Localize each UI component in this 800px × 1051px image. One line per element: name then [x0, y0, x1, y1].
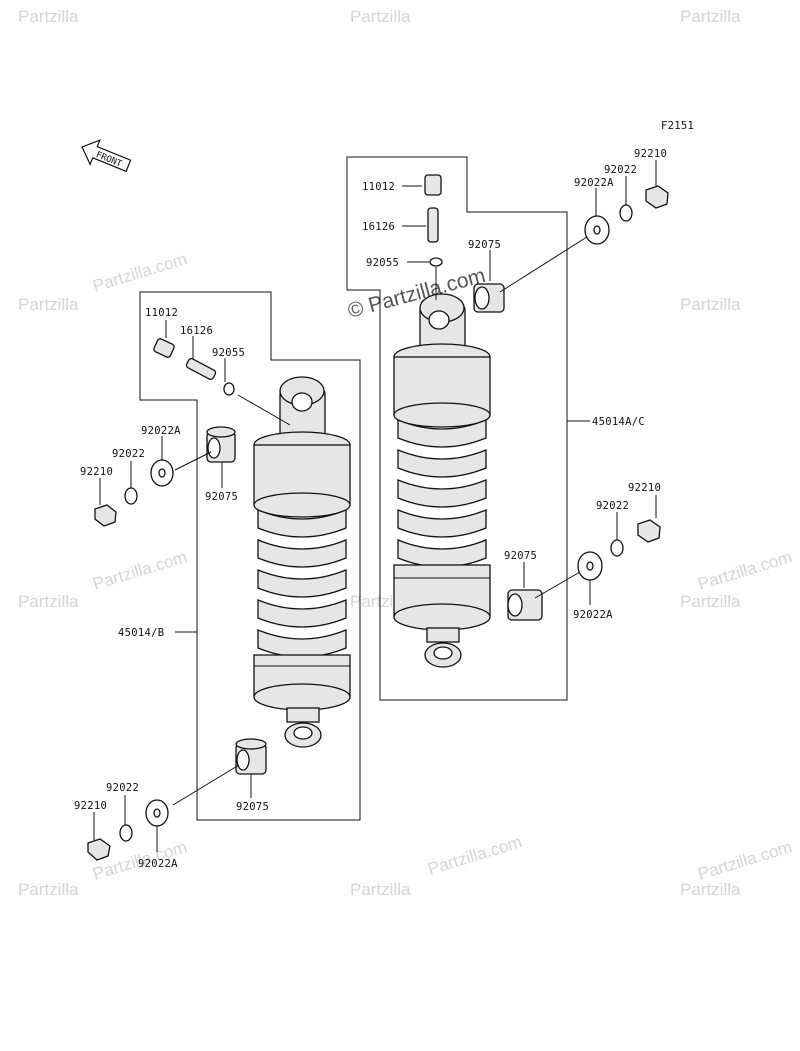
- left-shock-group: 11012 16126 92055 92022A 92022 92210 920…: [74, 291, 361, 870]
- watermark-text: Partzilla: [680, 880, 741, 899]
- right-assembly-bracket: [346, 156, 568, 701]
- right-bot-92075-bushing: [507, 589, 543, 621]
- watermark-text: Partzilla: [680, 592, 741, 611]
- right-label-bot-92075: 92075: [504, 550, 537, 562]
- left-bot-92075-bushing: [235, 738, 267, 775]
- watermark-text: Partzilla: [680, 7, 741, 26]
- left-label-11012: 11012: [145, 307, 178, 319]
- right-bot-92022-lockwasher: [610, 539, 624, 557]
- left-label-top-92022: 92022: [112, 448, 145, 460]
- left-top-92075-bushing: [206, 426, 236, 463]
- watermark-domain: Partzilla.com: [696, 837, 795, 884]
- figure-code: F2151: [661, 120, 694, 132]
- right-top-92210-nut: [645, 185, 669, 209]
- right-16126-valve: [427, 207, 439, 243]
- watermark-text: Partzilla: [18, 295, 79, 314]
- front-arrow-icon: FRONT: [81, 139, 132, 173]
- right-bot-92210-nut: [637, 519, 661, 543]
- left-bot-92022-lockwasher: [119, 824, 133, 842]
- watermark-text: Partzilla: [18, 880, 79, 899]
- right-label-top-92022: 92022: [604, 164, 637, 176]
- right-11012-cap: [424, 174, 442, 196]
- left-assembly-label: 45014/B: [118, 627, 164, 639]
- right-label-top-92210: 92210: [634, 148, 667, 160]
- left-11012-cap: [153, 338, 175, 358]
- right-92055-oring: [429, 257, 443, 267]
- left-label-bot-92022A: 92022A: [138, 858, 178, 870]
- left-92055-oring: [223, 382, 235, 396]
- right-label-bot-92210: 92210: [628, 482, 661, 494]
- center-watermark: © Partzilla.com: [345, 264, 488, 323]
- right-label-top-92075: 92075: [468, 239, 501, 251]
- left-label-bot-92210: 92210: [74, 800, 107, 812]
- left-label-top-92210: 92210: [80, 466, 113, 478]
- right-top-92075-bushing: [473, 283, 505, 313]
- watermark-text: Partzilla: [18, 7, 79, 26]
- right-label-11012: 11012: [362, 181, 395, 193]
- right-shock-group: 11012 16126 92055 92075 92022A 92022 922…: [346, 148, 669, 701]
- watermark-text: Partzilla: [18, 592, 79, 611]
- left-label-bot-92075: 92075: [236, 801, 269, 813]
- watermark-text: Partzilla: [350, 7, 411, 26]
- left-top-92022-lockwasher: [124, 487, 138, 505]
- left-16126-valve: [185, 357, 217, 381]
- watermark-domain: Partzilla.com: [91, 547, 190, 594]
- left-label-top-92075: 92075: [205, 491, 238, 503]
- watermark-text: Partzilla: [350, 880, 411, 899]
- left-label-16126: 16126: [180, 325, 213, 337]
- right-top-92022-lockwasher: [619, 204, 633, 222]
- left-label-top-92022A: 92022A: [141, 425, 181, 437]
- watermark-domain: Partzilla.com: [696, 547, 795, 594]
- left-top-92022A-washer: [150, 459, 174, 487]
- right-assembly-label: 45014A/C: [592, 416, 645, 428]
- left-top-92210-nut: [94, 504, 117, 527]
- watermark-domain: Partzilla.com: [426, 832, 525, 879]
- left-shock-absorber: [253, 376, 351, 748]
- right-bot-92022A-washer: [577, 551, 603, 581]
- left-bot-92022A-washer: [145, 799, 169, 827]
- left-assembly-bracket: [139, 291, 361, 821]
- right-top-92022A-washer: [584, 215, 610, 245]
- left-bot-92210-nut: [87, 838, 111, 861]
- right-label-92055: 92055: [366, 257, 399, 269]
- right-shock-absorber: [393, 293, 491, 668]
- left-label-bot-92022: 92022: [106, 782, 139, 794]
- right-label-16126: 16126: [362, 221, 395, 233]
- right-label-bot-92022A: 92022A: [573, 609, 613, 621]
- right-label-bot-92022: 92022: [596, 500, 629, 512]
- left-label-92055: 92055: [212, 347, 245, 359]
- watermark-text: Partzilla: [680, 295, 741, 314]
- watermark-domain: Partzilla.com: [91, 249, 190, 296]
- right-label-top-92022A: 92022A: [574, 177, 614, 189]
